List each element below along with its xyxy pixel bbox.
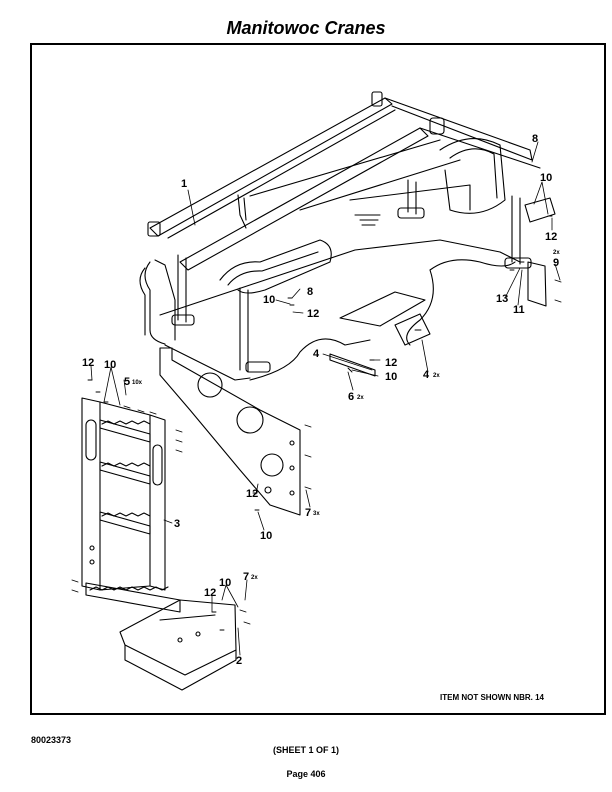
- callout-7: 7: [305, 507, 311, 519]
- callout-12: 12: [246, 488, 258, 500]
- callout-8: 8: [532, 133, 538, 145]
- callout-6: 6: [348, 391, 354, 403]
- leader-lines: [90, 141, 561, 656]
- callout-10: 10: [540, 172, 552, 184]
- callout-5: 5: [124, 376, 130, 388]
- page-number: Page 406: [286, 769, 326, 779]
- cable: [249, 338, 371, 381]
- callout-labels: 1 2 3 4 4 2x 5 10x 6 2x 7 3x 7 2x 8 8 9 …: [82, 133, 560, 667]
- callout-12: 12: [545, 231, 557, 243]
- document-number: 80023373: [31, 735, 72, 745]
- sheet-indicator: (SHEET 1 OF 1): [272, 745, 339, 755]
- callout-3: 3: [174, 518, 180, 530]
- callout-13: 13: [496, 293, 508, 305]
- callout-8: 8: [307, 286, 313, 298]
- callout-10: 10: [104, 359, 116, 371]
- page-title: Manitowoc Cranes: [226, 18, 386, 38]
- fasteners: [71, 215, 562, 631]
- callout-4: 4: [423, 369, 430, 381]
- callout-1: 1: [181, 178, 187, 190]
- callout-9: 9: [553, 257, 559, 269]
- callout-4: 4: [313, 348, 320, 360]
- upper-railing-frame: [139, 91, 541, 381]
- callout-7-qty: 3x: [313, 511, 320, 517]
- callout-10: 10: [219, 577, 231, 589]
- callout-10: 10: [385, 371, 397, 383]
- callout-11: 11: [513, 304, 525, 316]
- callout-4-qty: 2x: [433, 373, 440, 379]
- callout-12: 12: [307, 308, 319, 320]
- callout-6-qty: 2x: [357, 395, 364, 401]
- callout-2: 2: [236, 655, 242, 667]
- callout-7: 7: [243, 571, 249, 583]
- drawing-frame: [30, 43, 606, 715]
- callout-9-qty: 2x: [553, 250, 560, 256]
- bottom-step: [85, 582, 237, 691]
- callout-5-qty: 10x: [132, 380, 143, 386]
- ladder: [81, 397, 166, 591]
- support-plate: [159, 347, 301, 516]
- callout-12: 12: [385, 357, 397, 369]
- callout-12: 12: [82, 357, 94, 369]
- callout-10: 10: [263, 294, 275, 306]
- item-not-shown-note: ITEM NOT SHOWN NBR. 14: [440, 693, 545, 702]
- callout-7-qty: 2x: [251, 575, 258, 581]
- callout-10: 10: [260, 530, 272, 542]
- callout-12: 12: [204, 587, 216, 599]
